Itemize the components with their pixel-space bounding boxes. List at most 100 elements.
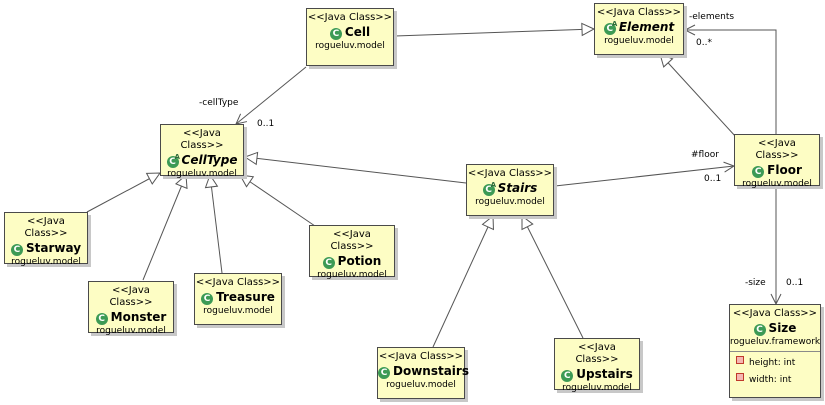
class-name: Size xyxy=(768,321,797,335)
package-label: rogueluv.model xyxy=(96,326,166,336)
stereotype-label: <<Java Class>> xyxy=(467,168,553,179)
package-label: rogueluv.model xyxy=(742,179,812,189)
elements-multiplicity-label: 0..* xyxy=(696,38,712,48)
class-icon: C xyxy=(10,244,23,256)
size-multiplicity-label: 0..1 xyxy=(786,278,804,288)
upstairs-extends-stairs xyxy=(522,216,584,339)
package-label: rogueluv.model xyxy=(604,36,674,46)
attribute-label: height: int xyxy=(749,358,796,368)
floor-role-label: #floor xyxy=(691,150,719,160)
package-label: rogueluv.model xyxy=(386,380,456,390)
size-role-label: -size xyxy=(745,278,766,288)
class-icon: C xyxy=(329,28,342,40)
attribute-compartment: height: int width: int xyxy=(730,351,820,389)
potion-extends-celltype xyxy=(240,175,316,227)
private-field-icon xyxy=(736,373,744,381)
treasure-extends-celltype xyxy=(210,175,223,274)
package-label: rogueluv.model xyxy=(317,270,387,280)
stereotype-label: <<Java Class>> xyxy=(180,128,224,151)
elements-role-label: -elements xyxy=(689,12,735,22)
stairs-floor-association xyxy=(554,166,734,187)
class-name: Floor xyxy=(767,163,802,177)
celltype-role-label: -cellType xyxy=(199,98,239,108)
class-name: Cell xyxy=(344,25,371,39)
class-name: Treasure xyxy=(216,290,275,304)
package-label: rogueluv.model xyxy=(475,197,545,207)
cell-celltype-association xyxy=(236,66,307,124)
class-name: Upstairs xyxy=(576,367,633,381)
stereotype-label: <<Java Class>> xyxy=(330,229,374,252)
class-name: Downstairs xyxy=(393,364,469,378)
package-label: rogueluv.model xyxy=(315,41,385,51)
attribute-width: width: int xyxy=(736,372,820,389)
cell-extends-element xyxy=(394,29,594,37)
class-name: CellType xyxy=(181,153,238,167)
celltype-multiplicity-label: 0..1 xyxy=(257,119,275,129)
class-name: Stairs xyxy=(497,181,538,195)
monster-extends-celltype xyxy=(142,175,186,281)
class-icon: C xyxy=(322,257,335,269)
stereotype-label: <<Java Class>> xyxy=(596,7,682,18)
class-name: Element xyxy=(618,20,675,34)
floor-elements-association xyxy=(685,30,777,134)
stairs-extends-celltype xyxy=(245,157,467,184)
package-label: rogueluv.framework xyxy=(730,337,821,347)
class-icon: C xyxy=(95,313,108,325)
class-icon: C xyxy=(378,367,390,379)
private-field-icon xyxy=(736,356,744,364)
class-icon: C xyxy=(561,370,574,382)
class-icon: C xyxy=(752,166,765,178)
stereotype-label: <<Java Class>> xyxy=(732,308,818,319)
class-name: Monster xyxy=(110,310,167,324)
package-label: rogueluv.model xyxy=(562,383,632,393)
stereotype-label: <<Java Class>> xyxy=(378,351,464,362)
stereotype-label: <<Java Class>> xyxy=(109,285,153,308)
attribute-label: width: int xyxy=(749,375,792,385)
stereotype-label: <<Java Class>> xyxy=(195,277,281,288)
floor-multiplicity-label: 0..1 xyxy=(704,174,722,184)
stereotype-label: <<Java Class>> xyxy=(24,216,68,239)
starway-extends-celltype xyxy=(86,173,160,213)
attribute-height: height: int xyxy=(736,355,820,372)
stereotype-label: <<Java Class>> xyxy=(755,138,799,161)
package-label: rogueluv.model xyxy=(203,306,273,316)
class-icon: C xyxy=(201,293,214,305)
package-label: rogueluv.model xyxy=(11,257,81,267)
class-name: Potion xyxy=(337,254,382,268)
stereotype-label: <<Java Class>> xyxy=(307,12,393,23)
class-name: Starway xyxy=(25,241,82,255)
package-label: rogueluv.model xyxy=(167,169,237,179)
class-icon: C xyxy=(753,324,766,336)
stereotype-label: <<Java Class>> xyxy=(575,342,619,365)
floor-extends-element xyxy=(660,54,737,138)
downstairs-extends-stairs xyxy=(432,216,493,348)
